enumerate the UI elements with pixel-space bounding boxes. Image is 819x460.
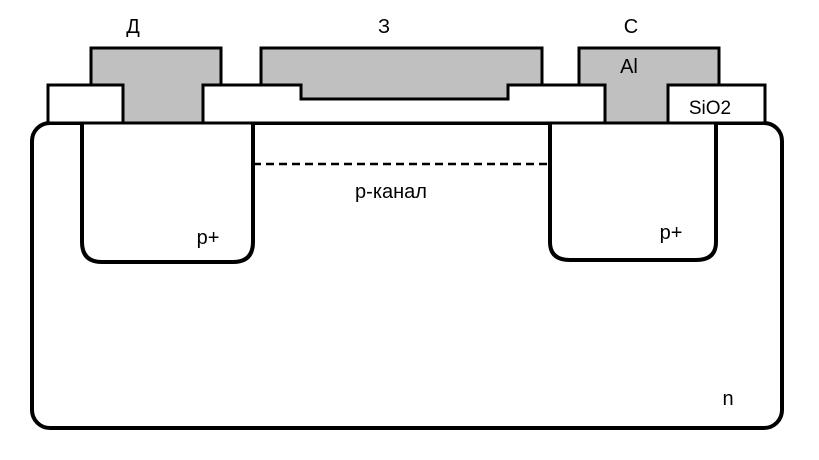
oxide-label: SiO2 — [689, 98, 731, 119]
source-label: С — [624, 16, 638, 38]
p-plus-region-left — [80, 123, 255, 264]
drain-label: Д — [126, 16, 140, 38]
gate-contact — [259, 46, 544, 101]
p-plus-label-left: p+ — [197, 227, 220, 249]
oxide-layer-left — [46, 83, 125, 125]
gate-label: З — [378, 16, 390, 38]
substrate-label: n — [722, 388, 733, 410]
source-contact — [577, 46, 721, 125]
p-plus-label-right: p+ — [660, 222, 683, 244]
p-plus-region-right — [548, 123, 718, 262]
channel-label: p-канал — [355, 181, 427, 203]
drain-contact — [89, 46, 223, 125]
metal-label: Al — [620, 56, 638, 78]
